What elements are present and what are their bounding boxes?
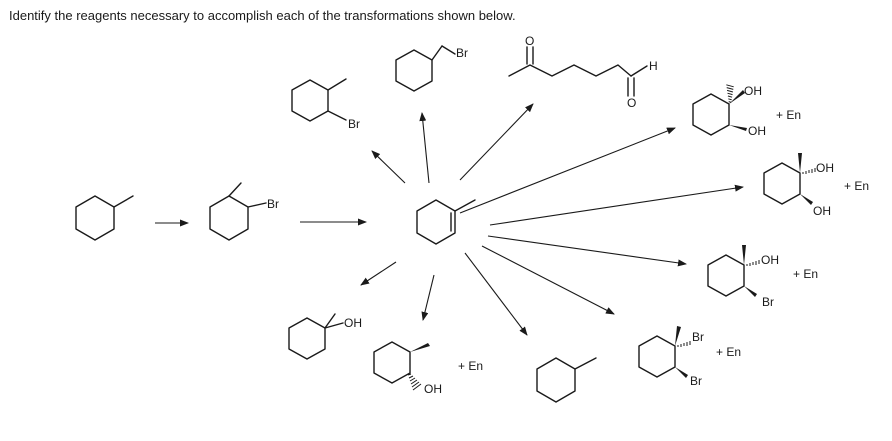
product-trans-diol: OH OH bbox=[763, 153, 834, 218]
label-oh: OH bbox=[761, 253, 779, 267]
product-1-methylcyclohexanol: OH bbox=[288, 313, 362, 360]
arrow-to-product-bromohydrin bbox=[487, 235, 687, 267]
product-cis-diol: OH OH bbox=[692, 84, 766, 138]
arrow-to-product-dibromide bbox=[481, 245, 615, 315]
label-br: Br bbox=[762, 295, 774, 309]
arrow-to-product-methylcyclohexane bbox=[464, 252, 528, 336]
methylcyclohexene-center bbox=[416, 199, 476, 245]
label-oh: OH bbox=[344, 316, 362, 330]
label-plus-en: + En bbox=[844, 179, 869, 193]
product-bromohydrin: OH Br bbox=[707, 245, 779, 309]
label-br: Br bbox=[267, 197, 279, 211]
arrow-to-product-oxoheptanal bbox=[459, 103, 534, 181]
label-oh: OH bbox=[748, 124, 766, 138]
arrow-to-product-bromo-2-methyl bbox=[371, 150, 406, 184]
label-plus-en: + En bbox=[793, 267, 818, 281]
product-6-oxoheptanal: O H O bbox=[508, 34, 658, 110]
label-plus-en: + En bbox=[716, 345, 741, 359]
product-bromomethylcyclohexane: Br bbox=[395, 45, 468, 92]
label-oh: OH bbox=[813, 204, 831, 218]
label-oh: OH bbox=[424, 382, 442, 396]
label-plus-en: + En bbox=[458, 359, 483, 373]
product-bromo-2-methylcyclohexane: Br bbox=[291, 78, 360, 131]
product-methylcyclohexane bbox=[536, 357, 597, 403]
arrow-to-product-1-methylcyclohexanol bbox=[360, 261, 397, 286]
label-br: Br bbox=[456, 46, 468, 60]
methylcyclohexane-start bbox=[75, 195, 134, 241]
arrow-to-product-trans-diol bbox=[489, 184, 744, 226]
arrow-to-product-cis-diol bbox=[459, 127, 676, 214]
label-h: H bbox=[649, 59, 658, 73]
label-oh: OH bbox=[816, 161, 834, 175]
label-plus-en: + En bbox=[776, 108, 801, 122]
arrow-to-product-bromomethyl bbox=[419, 112, 430, 184]
question-prompt: Identify the reagents necessary to accom… bbox=[9, 8, 516, 23]
bromo-methylcyclohexane: Br bbox=[209, 182, 279, 241]
label-o-aldehyde: O bbox=[627, 96, 636, 110]
label-br: Br bbox=[692, 330, 704, 344]
label-br: Br bbox=[348, 117, 360, 131]
label-oh: OH bbox=[744, 84, 762, 98]
product-2-methylcyclohexanol: OH bbox=[373, 341, 442, 396]
arrow-to-product-methylcyclohexanol-trans bbox=[421, 274, 435, 321]
label-o-ketone: O bbox=[525, 34, 534, 48]
label-br: Br bbox=[690, 374, 702, 388]
product-dibromide: Br Br bbox=[638, 326, 704, 388]
